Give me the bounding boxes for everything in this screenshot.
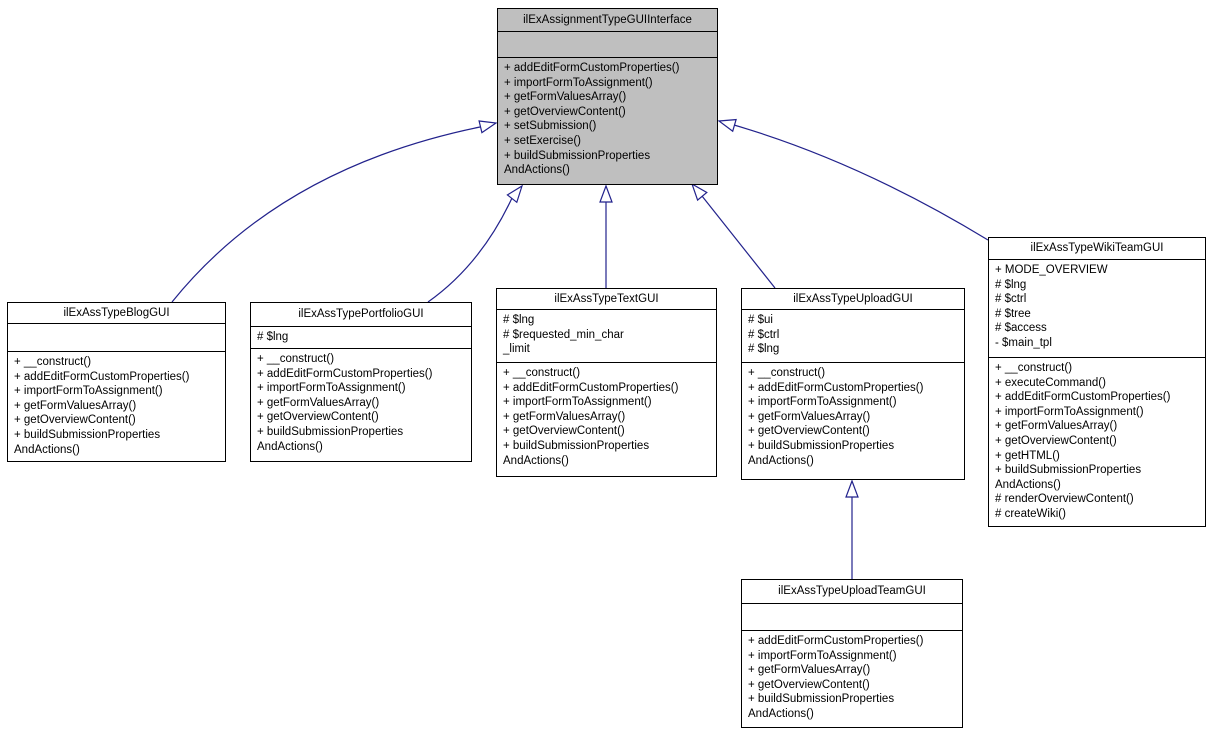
method-line: + getFormValuesArray() [257, 396, 380, 409]
method-line: + __construct() [14, 356, 92, 368]
attribute-line: # $lng [748, 343, 780, 356]
class-title: ilExAssTypeUploadGUI [742, 289, 964, 310]
method-line: + getOverviewContent() [14, 414, 136, 427]
method-line: + getOverviewContent() [995, 434, 1117, 447]
class-title: ilExAssTypeWikiTeamGUI [989, 238, 1205, 260]
method-line: + __construct() [503, 367, 581, 379]
method-line: + setExercise() [504, 134, 582, 147]
attribute-line: # $ctrl [748, 328, 780, 341]
class-methods: + __construct() + addEditFormCustomProper… [251, 349, 471, 461]
inheritance-arrowhead [599, 184, 613, 203]
attribute-line: + MODE_OVERVIEW [995, 264, 1108, 276]
method-line: + getOverviewContent() [748, 678, 870, 691]
method-line: + importFormToAssignment() [995, 405, 1144, 418]
method-line: + getHTML() [995, 449, 1060, 462]
class-title: ilExAssignmentTypeGUIInterface [498, 9, 717, 32]
class-attributes: # $lng # $requested_min_char _limit [497, 310, 716, 363]
method-line: + __construct() [995, 362, 1073, 374]
method-line: + addEditFormCustomProperties() [748, 381, 924, 394]
class-methods: + addEditFormCustomProperties() + importF… [498, 58, 717, 184]
class-attributes [8, 324, 225, 352]
inheritance-edge-uploadteam-to-upload [845, 479, 859, 579]
class-box-ilExAssTypeTextGUI[interactable]: ilExAssTypeTextGUI # $lng # $requested_mi… [496, 288, 717, 477]
method-line: + importFormToAssignment() [503, 396, 652, 409]
method-line: + addEditFormCustomProperties() [995, 391, 1171, 404]
attribute-line: # $access [995, 322, 1047, 335]
inheritance-edge-text-to-interface [599, 184, 613, 288]
method-line: + executeCommand() [995, 376, 1106, 389]
method-line: + buildSubmissionProperties AndActions() [503, 439, 650, 467]
method-line: + getFormValuesArray() [504, 91, 627, 104]
class-title: ilExAssTypeBlogGUI [8, 303, 225, 324]
method-line: + addEditFormCustomProperties() [503, 381, 679, 394]
method-line: + getFormValuesArray() [748, 664, 871, 677]
class-box-ilExAssTypeUploadGUI[interactable]: ilExAssTypeUploadGUI # $ui# $ctrl# $lng … [741, 288, 965, 480]
inheritance-arrowhead [690, 182, 708, 202]
inheritance-arrowhead [845, 479, 859, 498]
attribute-line: - $main_tpl [995, 336, 1052, 349]
method-line: + getOverviewContent() [503, 425, 625, 438]
method-line: + importFormToAssignment() [748, 649, 897, 662]
class-attributes: # $lng [251, 327, 471, 349]
method-line: + addEditFormCustomProperties() [14, 370, 190, 383]
class-attributes [498, 32, 717, 58]
class-methods: + __construct() + addEditFormCustomProper… [8, 352, 225, 461]
method-line: + importFormToAssignment() [257, 382, 406, 395]
class-box-ilExAssTypeUploadTeamGUI[interactable]: ilExAssTypeUploadTeamGUI + addEditFormCu… [741, 579, 963, 728]
method-line: + importFormToAssignment() [14, 385, 163, 398]
method-line: + getOverviewContent() [748, 425, 870, 438]
class-box-ilExAssTypeWikiTeamGUI[interactable]: ilExAssTypeWikiTeamGUI + MODE_OVERVIEW # … [988, 237, 1206, 527]
attribute-line: # $requested_min_char _limit [503, 328, 624, 356]
attribute-line: # $lng [995, 278, 1027, 291]
class-box-ilExAssTypePortfolioGUI[interactable]: ilExAssTypePortfolioGUI # $lng + __const… [250, 302, 472, 462]
attribute-line: # $ui [748, 314, 773, 326]
class-box-ilExAssTypeBlogGUI[interactable]: ilExAssTypeBlogGUI + __construct() + addE… [7, 302, 226, 462]
class-box-ilExAssignmentTypeGUIInterface[interactable]: ilExAssignmentTypeGUIInterface + addEdit… [497, 8, 718, 185]
method-line: # renderOverviewContent() [995, 493, 1134, 506]
method-line: + buildSubmissionProperties AndActions() [995, 464, 1142, 491]
attribute-line: # $tree [995, 307, 1031, 320]
class-methods: + __construct() + addEditFormCustomProper… [742, 363, 964, 479]
method-line: + getOverviewContent() [257, 411, 379, 424]
method-line: + getFormValuesArray() [748, 410, 871, 423]
class-title: ilExAssTypeTextGUI [497, 289, 716, 310]
method-line: + setSubmission() [504, 120, 597, 133]
method-line: + buildSubmissionProperties AndActions() [748, 693, 895, 720]
method-line: + getFormValuesArray() [995, 420, 1118, 433]
class-title: ilExAssTypePortfolioGUI [251, 303, 471, 327]
attribute-line: # $lng [503, 314, 535, 326]
method-line: + __construct() [748, 367, 826, 379]
inheritance-edge-portfolio-to-interface [427, 184, 524, 303]
class-attributes: + MODE_OVERVIEW # $lng # $ctrl# $tree # $ac… [989, 260, 1205, 358]
method-line: + importFormToAssignment() [748, 396, 897, 409]
class-attributes: # $ui # $ctrl # $lng [742, 310, 964, 363]
class-methods: + __construct() + executeCommand() + addEd… [989, 358, 1205, 526]
inheritance-arrowhead [506, 184, 524, 204]
method-line: + buildSubmissionProperties AndActions() [748, 439, 895, 467]
inheritance-edge-upload-to-interface [690, 182, 776, 289]
method-line: + getOverviewContent() [504, 105, 626, 118]
class-attributes [742, 604, 962, 631]
method-line: + getFormValuesArray() [503, 410, 626, 423]
inheritance-arrowhead [717, 118, 737, 133]
attribute-line: # $lng [257, 331, 289, 343]
method-line: + __construct() [257, 353, 335, 365]
class-title: ilExAssTypeUploadTeamGUI [742, 580, 962, 604]
class-methods: + addEditFormCustomProperties() + importF… [742, 631, 962, 727]
method-line: + addEditFormCustomProperties() [504, 62, 680, 74]
method-line: + buildSubmissionProperties AndActions() [504, 149, 651, 177]
method-line: + importFormToAssignment() [504, 76, 653, 89]
inheritance-edge-blog-to-interface [171, 120, 498, 303]
inheritance-edge-wikiteam-to-interface [717, 118, 989, 241]
method-line: + addEditFormCustomProperties() [257, 367, 433, 380]
method-line: # createWiki() [995, 507, 1066, 520]
attribute-line: # $ctrl [995, 293, 1027, 306]
class-methods: + __construct() + addEditFormCustomProper… [497, 363, 716, 476]
inheritance-arrowhead [478, 120, 498, 134]
method-line: + buildSubmissionProperties AndActions() [14, 428, 161, 456]
method-line: + getFormValuesArray() [14, 399, 137, 412]
method-line: + buildSubmissionProperties AndActions() [257, 425, 404, 453]
method-line: + addEditFormCustomProperties() [748, 635, 924, 647]
